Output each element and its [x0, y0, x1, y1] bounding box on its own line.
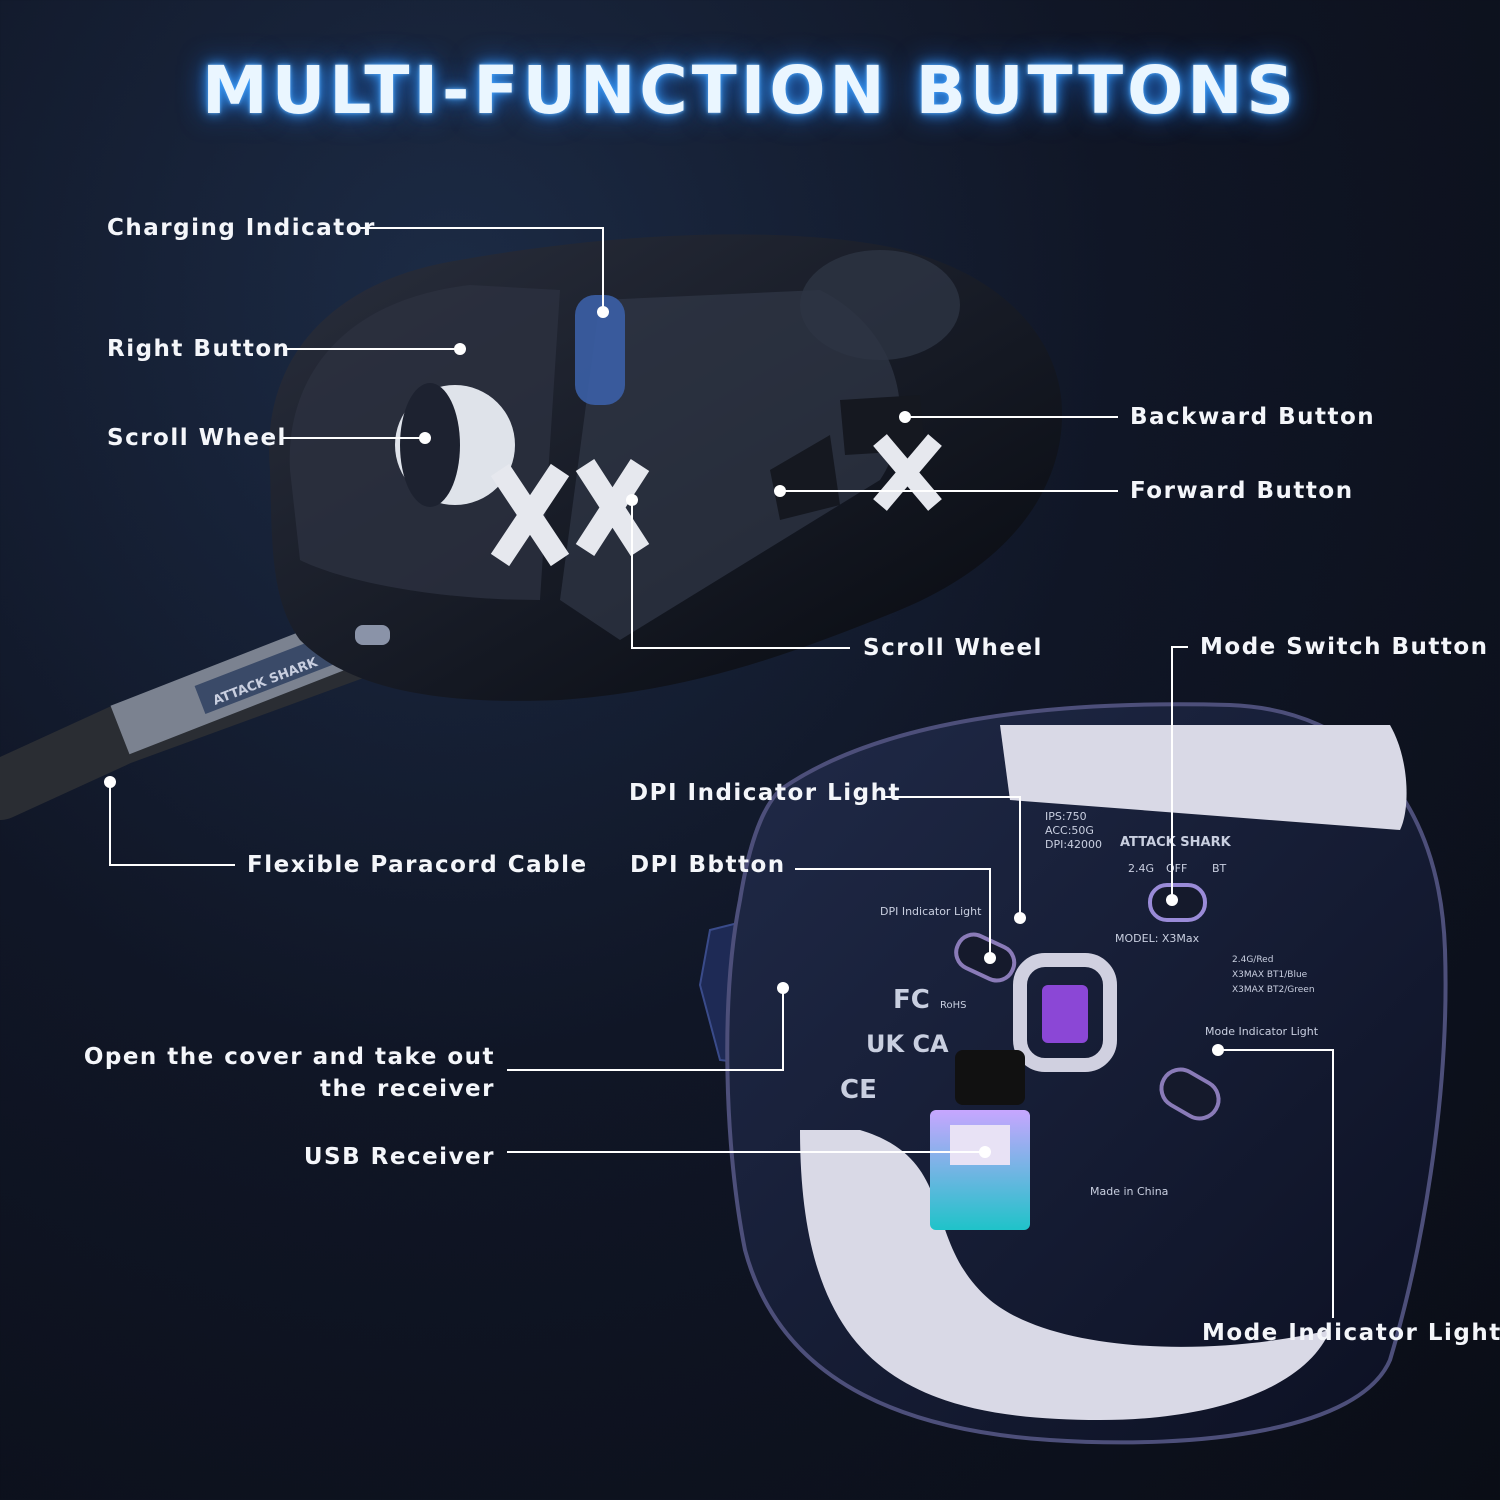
label-backward-button: Backward Button	[1130, 404, 1376, 430]
label-paracord-cable: Flexible Paracord Cable	[247, 852, 588, 878]
mode-color-1: 2.4G/Red	[1232, 955, 1273, 965]
label-mode-switch-button: Mode Switch Button	[1200, 634, 1489, 660]
label-dpi-indicator-light: DPI Indicator Light	[629, 780, 901, 806]
mouse-top-view	[269, 234, 1063, 701]
label-open-cover-line2: the receiver	[320, 1076, 495, 1102]
label-dpi-button: DPI Bbtton	[630, 852, 786, 878]
callout-dots	[104, 306, 1224, 1158]
paracord-cable: ATTACK SHARK	[0, 610, 410, 820]
mode-color-3: X3MAX BT2/Green	[1232, 985, 1315, 995]
spec-dpi: DPI:42000	[1045, 838, 1102, 851]
cert-ukca: UK CA	[866, 1030, 949, 1058]
model-print: MODEL: X3Max	[1115, 932, 1200, 945]
label-scroll-wheel-top: Scroll Wheel	[107, 425, 287, 451]
mode-color-2: X3MAX BT1/Blue	[1232, 970, 1308, 980]
page-title: MULTI-FUNCTION BUTTONS	[202, 52, 1298, 129]
switch-pos-off: OFF	[1166, 862, 1187, 875]
dpi-light-print: DPI Indicator Light	[880, 905, 982, 918]
made-in-print: Made in China	[1090, 1185, 1168, 1198]
label-forward-button: Forward Button	[1130, 478, 1354, 504]
label-charging-indicator: Charging Indicator	[107, 215, 376, 241]
spec-acc: ACC:50G	[1045, 824, 1094, 837]
switch-pos-bt: BT	[1212, 862, 1227, 875]
brand-print: ATTACK SHARK	[1120, 835, 1232, 850]
label-open-cover-line1: Open the cover and take out	[83, 1044, 495, 1070]
switch-pos-24g: 2.4G	[1128, 862, 1154, 875]
cert-ce: CE	[840, 1075, 877, 1105]
cert-rohs: RoHS	[940, 1000, 966, 1011]
spec-ips: IPS:750	[1045, 810, 1087, 823]
label-usb-receiver: USB Receiver	[303, 1144, 495, 1170]
mouse-bottom-view: IPS:750 ACC:50G DPI:42000 DPI Indicator …	[725, 702, 1448, 1445]
callout-lines	[109, 227, 1334, 1318]
cert-fc: FC	[893, 985, 930, 1015]
mode-light-print: Mode Indicator Light	[1205, 1025, 1319, 1038]
label-scroll-wheel-side: Scroll Wheel	[863, 635, 1043, 661]
label-right-button: Right Button	[107, 336, 291, 362]
label-mode-indicator-light: Mode Indicator Light	[1202, 1320, 1500, 1346]
